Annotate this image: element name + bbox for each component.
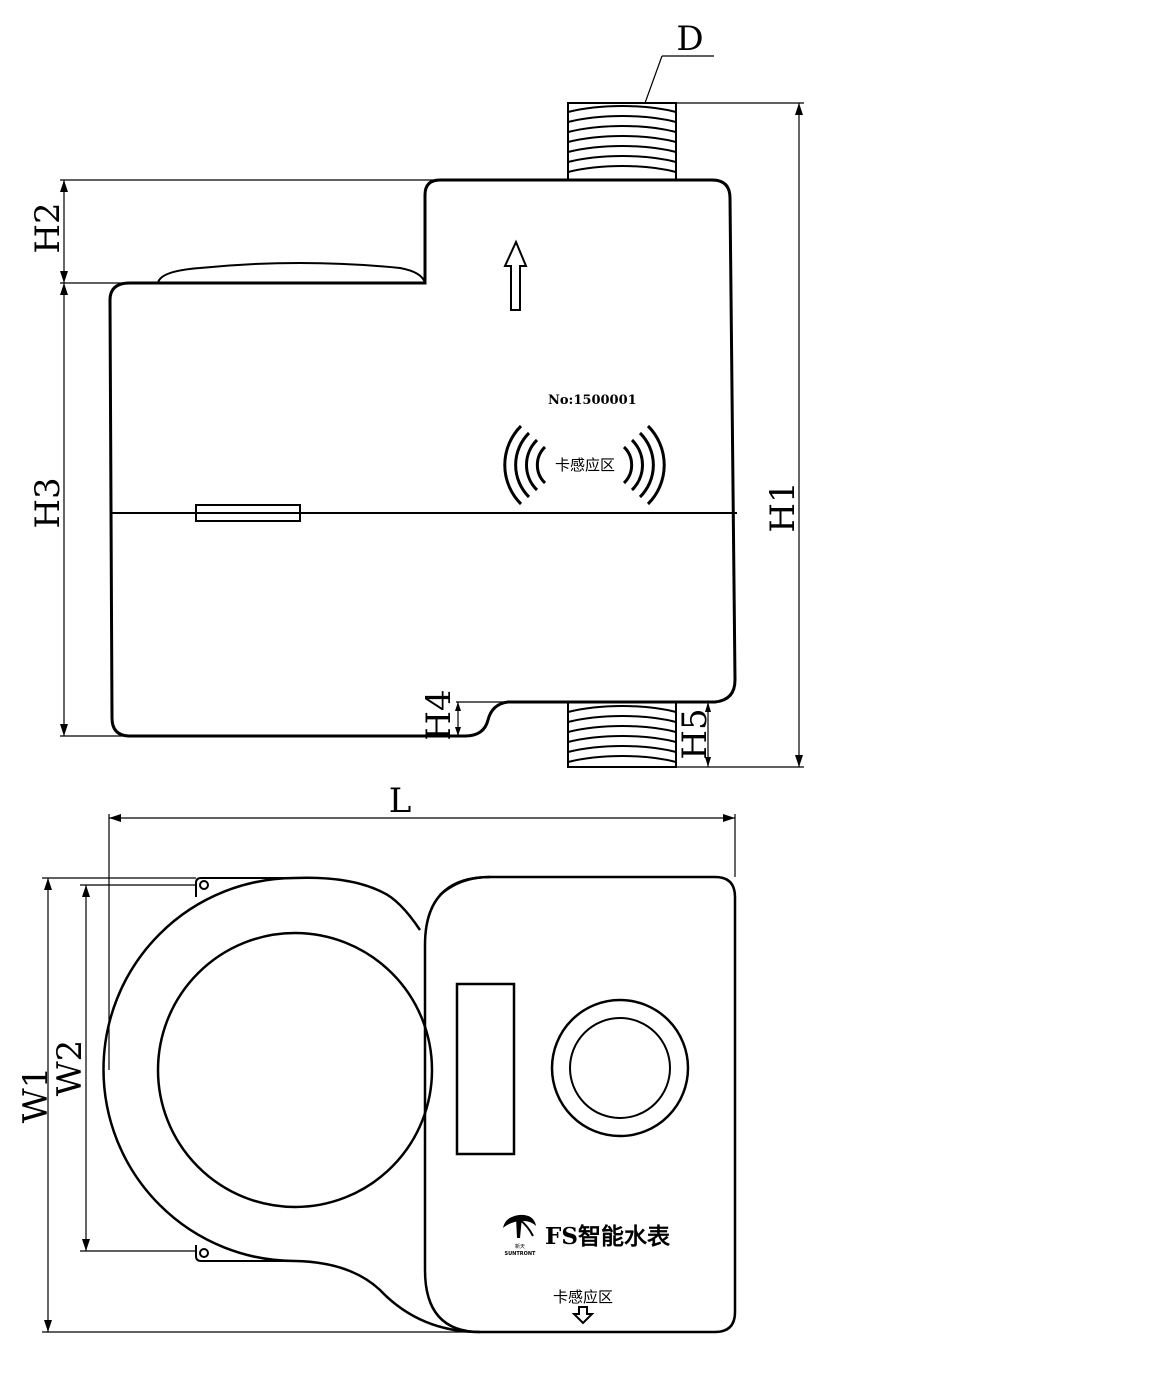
top-mount-hole [199,880,209,890]
top-electronics-panel [423,875,491,1334]
top-display-window [455,982,516,1156]
dim-label-h2: H2 [28,202,68,253]
nfc-wave-icon [503,424,666,506]
top-button-ring-inner [569,1017,671,1119]
dim-label-h3: H3 [28,477,68,528]
top-view: 新天 SUNTRONT FS智能水表 卡感应区 [102,875,737,1334]
top-dimensions [42,814,736,1333]
side-latch [195,504,301,522]
bottom-threaded-pipe [567,701,677,768]
down-arrow-icon [571,1306,595,1325]
top-inner-dial [156,931,434,1209]
brand-logo-text: SUNTRONT [505,1251,537,1257]
side-lid-bump [157,262,426,284]
top-card-zone-label: 卡感应区 [553,1288,613,1306]
up-arrow-icon [503,239,528,311]
top-button-ring-outer [550,998,690,1138]
brand-logo-cn: 新天 [515,1243,525,1250]
dim-label-w2: W2 [50,1040,90,1097]
side-view: No:1500001 卡感应区 [108,102,737,768]
product-name: FS智能水表 [545,1223,671,1250]
dim-label-h5: H5 [675,708,715,759]
top-outer-housing [102,875,737,1334]
top-threaded-pipe [567,102,677,181]
top-dimension-arrows [44,814,735,1332]
top-mount-hole [199,1248,209,1258]
side-card-zone-label: 卡感应区 [555,456,615,474]
dim-label-h1: H1 [763,481,803,532]
suntront-logo-icon: 新天 SUNTRONT [503,1214,537,1257]
top-flange-plate [195,877,290,1262]
dim-label-d: D [676,19,703,59]
serial-number: No:1500001 [548,393,637,408]
side-dimension-arrows [60,103,803,767]
dim-label-w1: W1 [16,1067,56,1124]
dim-label-l: L [389,781,412,821]
dim-label-h4: H4 [419,689,459,740]
side-dimensions [60,55,804,768]
